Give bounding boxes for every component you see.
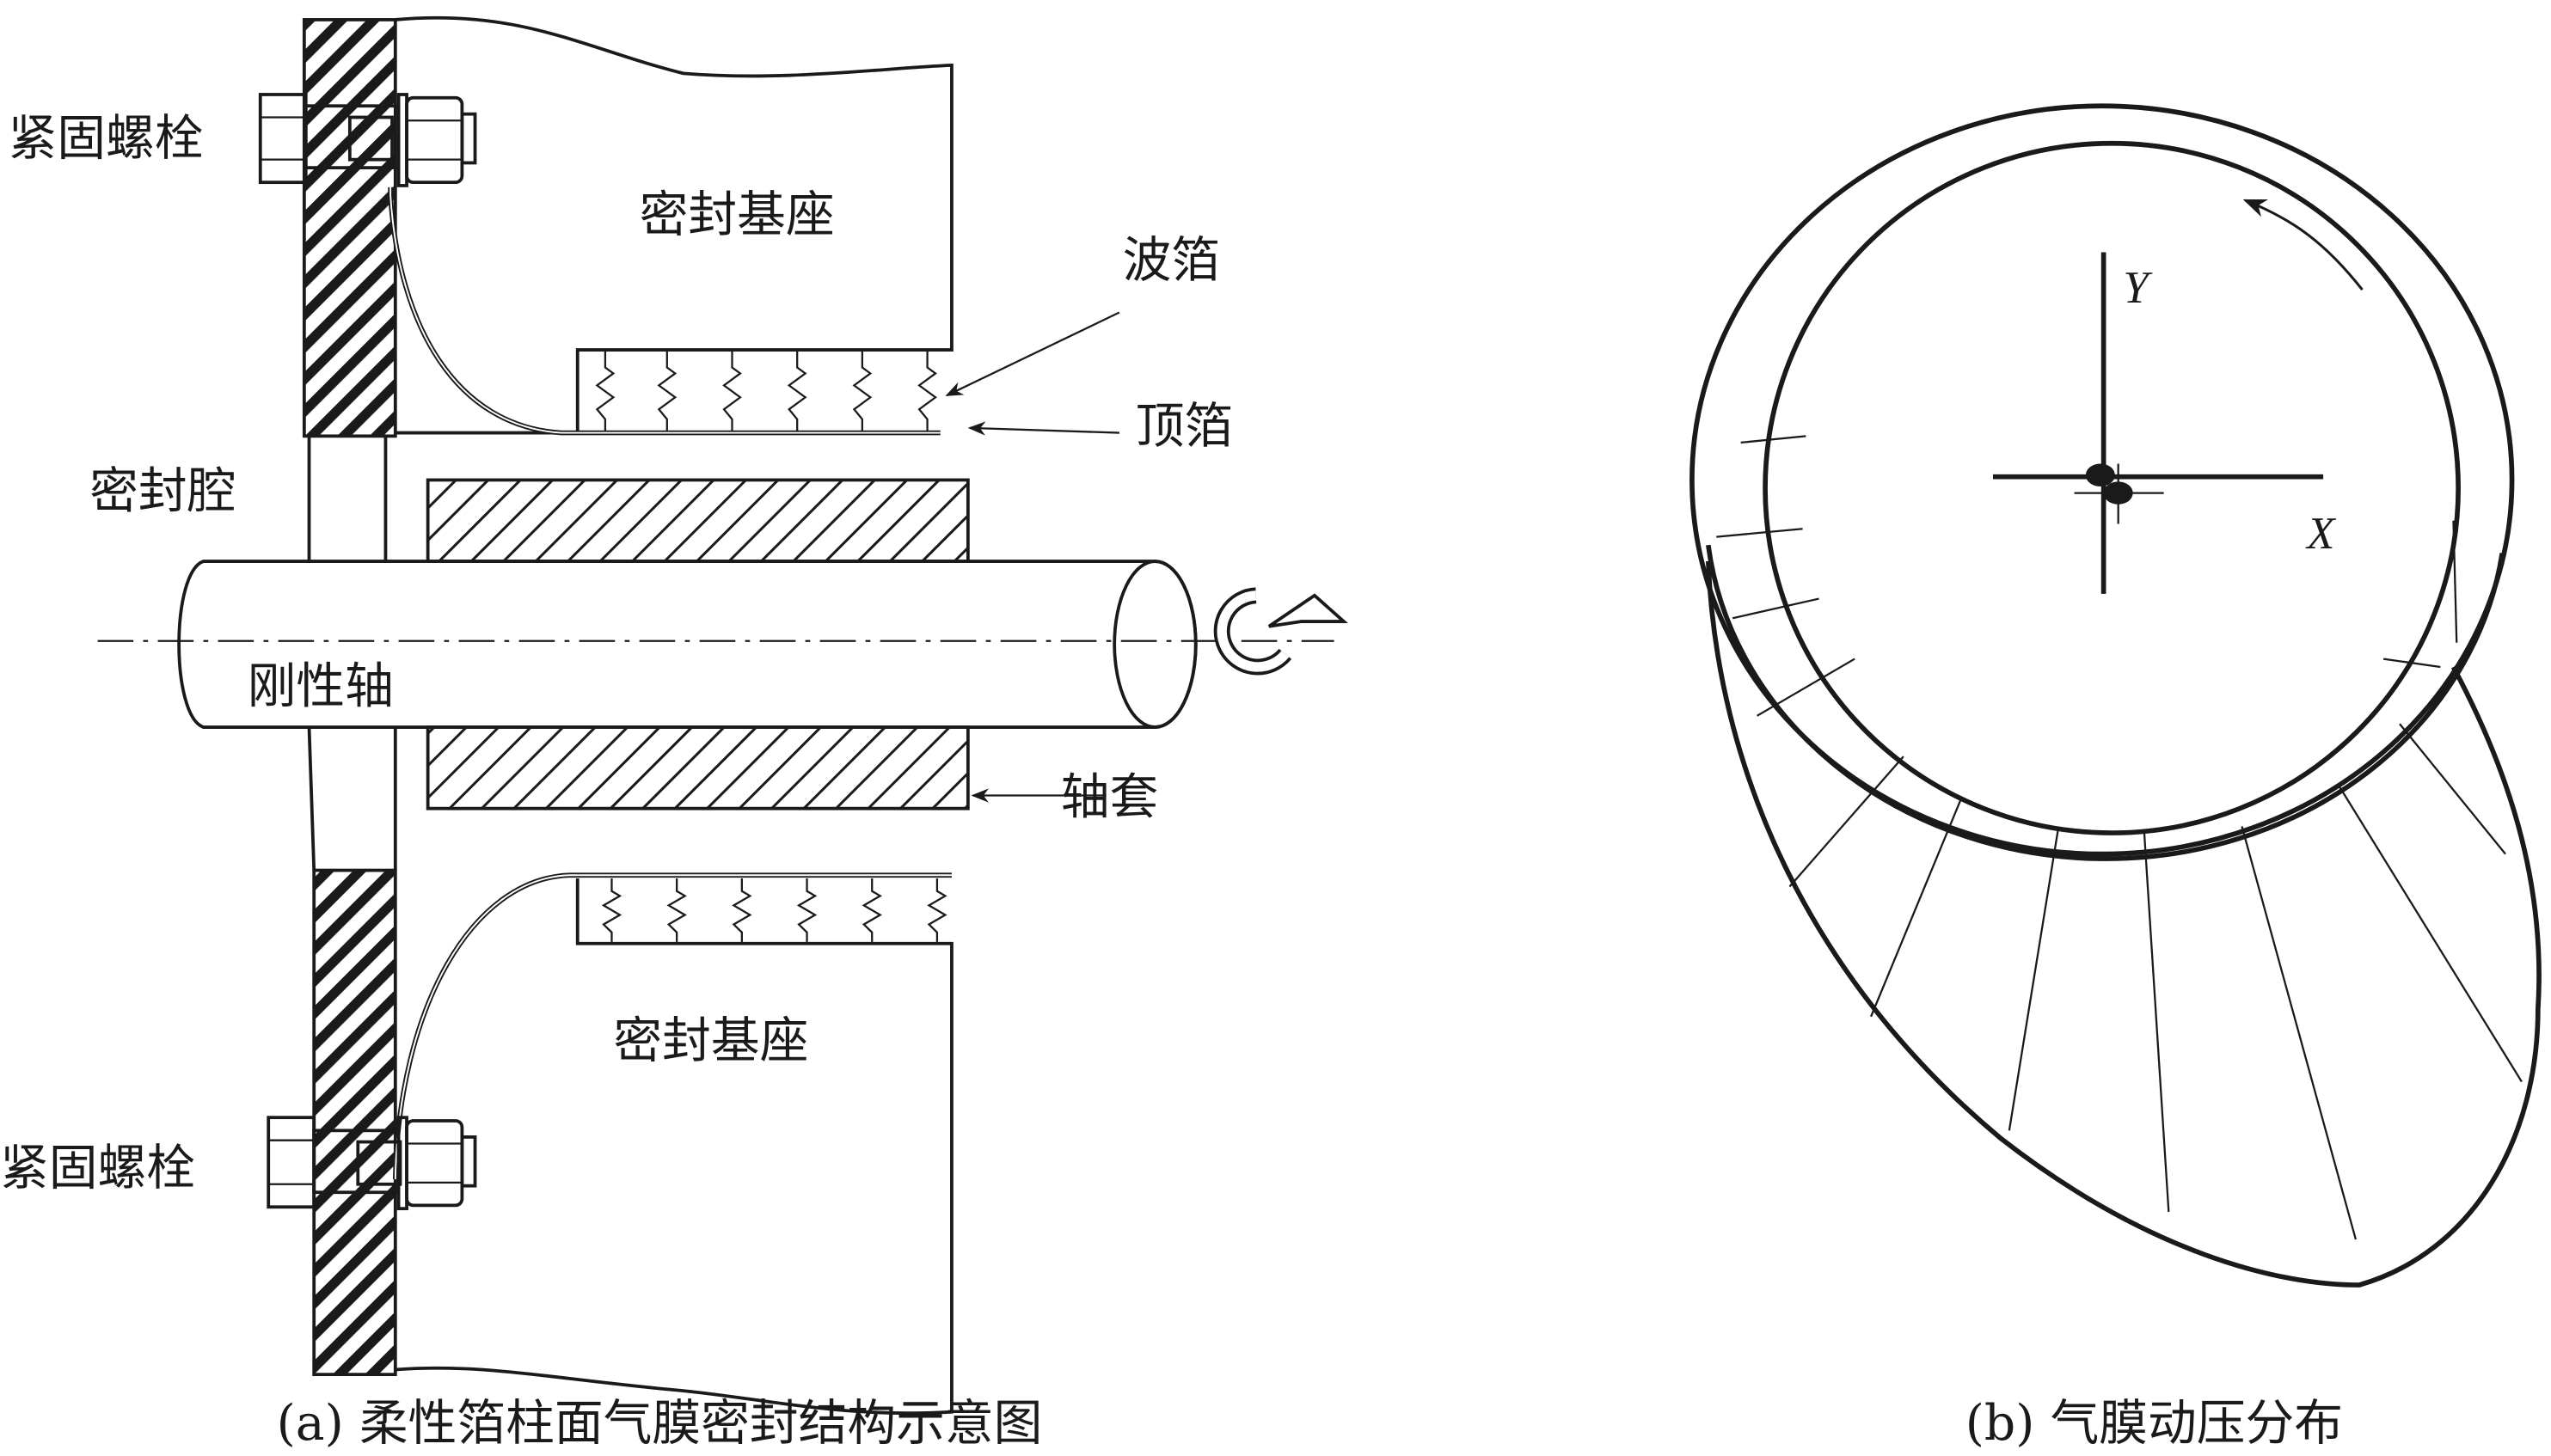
- rotation-arrow-icon: [1213, 587, 1348, 676]
- pressure-envelope: [1705, 560, 2542, 1288]
- spring: [732, 878, 752, 942]
- label-rigid-shaft: 刚性轴: [248, 658, 394, 715]
- radial-line: [1740, 435, 1806, 444]
- bolt-top: [258, 93, 477, 187]
- radial-line: [1716, 528, 1803, 538]
- spring: [601, 878, 622, 942]
- radial-line: [2143, 832, 2170, 1213]
- radial-line: [1788, 756, 1904, 888]
- label-bolt-bottom: 紧固螺栓: [0, 1140, 195, 1196]
- label-sleeve: 轴套: [1061, 768, 1159, 825]
- film-middle-ring: [1706, 544, 2505, 861]
- label-seal-cavity: 密封腔: [89, 463, 236, 520]
- flange-plate-top: [302, 18, 397, 438]
- pressure-radial-lines: [1716, 435, 2523, 1240]
- label-bolt-top: 紧固螺栓: [8, 110, 203, 167]
- radial-line: [2337, 783, 2523, 1083]
- spring: [917, 351, 937, 431]
- seal-base-top: [395, 15, 954, 435]
- film-outer-ring: [1689, 103, 2515, 857]
- sleeve-bottom: [426, 725, 970, 811]
- rotor-center-dot: [2103, 481, 2133, 505]
- label-seal-base-bottom: 密封基座: [613, 1012, 808, 1069]
- spring: [595, 351, 616, 431]
- caption-a: (a) 柔性箔柱面气膜密封结构示意图: [277, 1395, 1043, 1452]
- bolt-bottom: [267, 1116, 477, 1211]
- y-axis-label: Y: [2123, 263, 2153, 313]
- radial-line: [1870, 799, 1962, 1018]
- label-bump-foil: 波箔: [1123, 232, 1221, 289]
- x-axis-label: X: [2305, 509, 2337, 559]
- bearing-center-dot: [2085, 463, 2115, 487]
- label-seal-base-top: 密封基座: [640, 187, 835, 243]
- caption-b: (b) 气膜动压分布: [1965, 1395, 2343, 1452]
- radial-line: [1757, 658, 1855, 717]
- bump-foil-springs-bottom: [601, 878, 947, 942]
- rotation-direction-arrow: [2242, 199, 2364, 291]
- radial-line: [1732, 597, 1819, 620]
- spring: [862, 878, 882, 942]
- radial-line: [2399, 723, 2506, 855]
- spring: [666, 878, 687, 942]
- sleeve-top: [426, 478, 970, 563]
- spring: [927, 878, 947, 942]
- spring: [796, 878, 818, 942]
- radial-line: [2008, 829, 2059, 1131]
- bump-foil-springs-top: [595, 351, 937, 431]
- panel-a-seal-structure: 紧固螺栓 紧固螺栓 密封基座 密封基座 波箔 顶箔 密封腔 刚性轴 轴套 (a)…: [0, 15, 1348, 1452]
- spring: [787, 351, 807, 431]
- panel-b-pressure-distribution: Y X (b) 气膜动压分布: [1689, 103, 2542, 1452]
- spring: [852, 351, 873, 431]
- flange-plate-bottom: [312, 868, 397, 1377]
- spring: [657, 351, 678, 431]
- seal-base-bottom: [395, 878, 954, 1416]
- rotor-circle: [1763, 140, 2461, 835]
- radial-line: [2241, 826, 2358, 1240]
- label-top-foil: 顶箔: [1136, 398, 1234, 455]
- spring: [722, 351, 742, 431]
